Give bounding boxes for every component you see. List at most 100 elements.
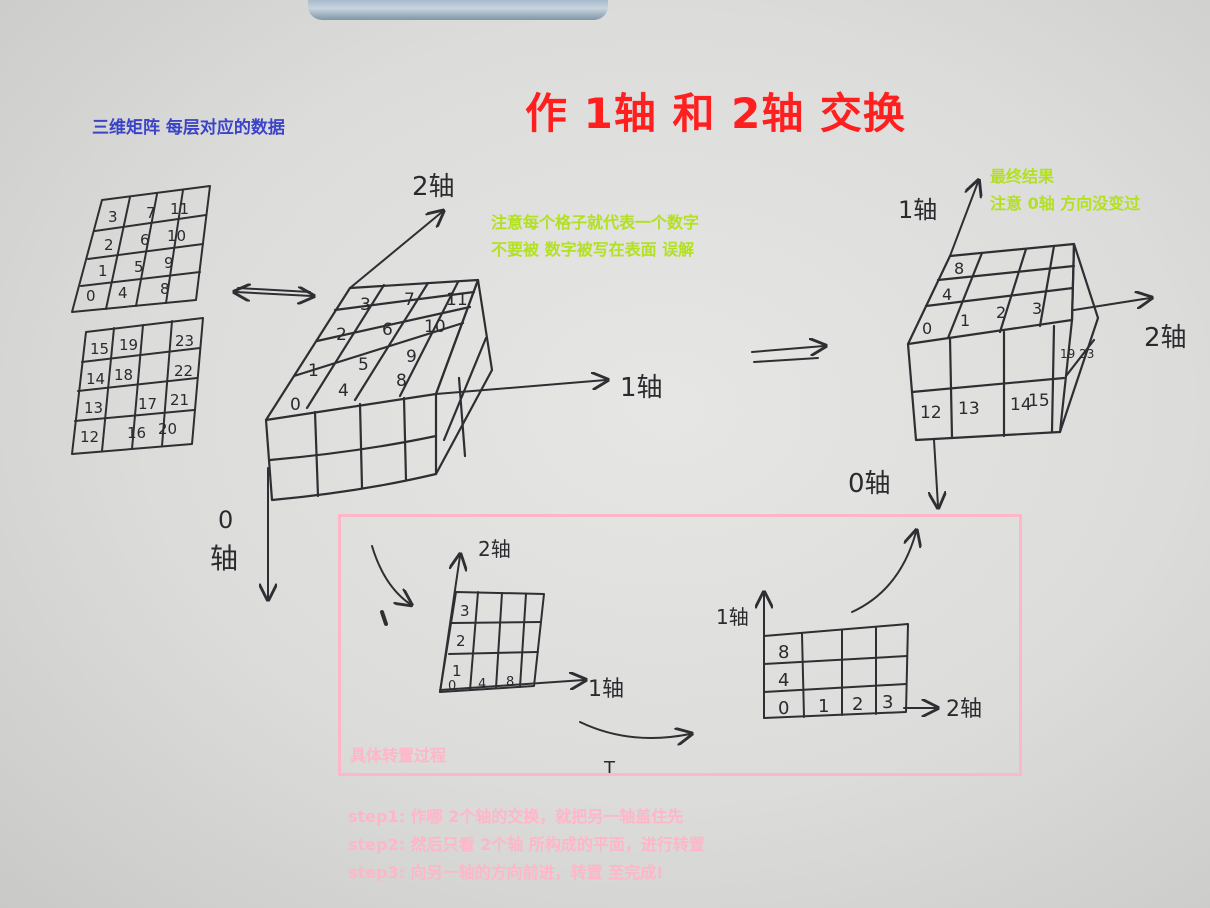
- svg-text:0轴: 0轴: [848, 469, 891, 499]
- svg-text:20: 20: [158, 420, 177, 438]
- svg-text:3: 3: [460, 602, 470, 620]
- svg-text:8: 8: [160, 280, 170, 298]
- svg-text:7: 7: [404, 290, 415, 310]
- layer-grid-top-numbers: 3 7 11 2 6 10 1 5 9 0 4 8: [86, 200, 189, 305]
- svg-text:1轴: 1轴: [620, 373, 663, 403]
- plane-left-axis1-label: 1轴: [588, 677, 624, 702]
- svg-text:14: 14: [86, 370, 105, 388]
- step-1: step1: 作哪 2个轴的交换，就把另一轴盖住先: [348, 807, 684, 826]
- svg-text:4: 4: [338, 381, 349, 401]
- svg-text:17: 17: [138, 395, 157, 413]
- svg-text:22: 22: [174, 362, 193, 380]
- svg-text:0: 0: [448, 679, 456, 694]
- double-arrow: [236, 288, 312, 296]
- svg-text:1: 1: [960, 311, 970, 330]
- svg-text:1: 1: [818, 696, 829, 717]
- svg-text:1轴: 1轴: [898, 196, 937, 224]
- svg-text:5: 5: [134, 258, 144, 276]
- svg-text:轴: 轴: [210, 542, 238, 575]
- svg-text:1: 1: [452, 662, 462, 680]
- layer-data-label: 三维矩阵 每层对应的数据: [92, 118, 285, 138]
- plane-right-axis1-label: 1轴: [716, 605, 749, 629]
- svg-text:0: 0: [86, 287, 96, 305]
- center-cube-numbers: 3 7 11 2 6 10 1 5 9 0 4 8: [290, 290, 468, 415]
- svg-text:1: 1: [308, 361, 319, 381]
- layer-grid-bottom-numbers: 15 19 23 14 18 22 13 17 21 12 16 20: [80, 332, 194, 446]
- steps-list: step1: 作哪 2个轴的交换，就把另一轴盖住先 step2: 然后只看 2个…: [348, 803, 705, 887]
- svg-text:19 23: 19 23: [1060, 347, 1094, 361]
- svg-text:23: 23: [175, 332, 194, 350]
- result-note-line-2: 注意 0轴 方向没变过: [990, 194, 1141, 213]
- svg-text:2: 2: [996, 303, 1006, 322]
- svg-text:9: 9: [406, 347, 417, 367]
- plane-left-grid: [439, 556, 584, 693]
- svg-text:4: 4: [942, 285, 952, 304]
- svg-text:0: 0: [218, 506, 233, 534]
- result-note: 最终结果 注意 0轴 方向没变过: [990, 163, 1140, 217]
- svg-text:0: 0: [778, 698, 789, 719]
- svg-text:18: 18: [114, 366, 133, 384]
- plane-right-numbers: 8 4 0 1 2 3: [778, 642, 893, 719]
- cell-note: 注意每个格子就代表一个数字 不要被 数字被写在表面 误解: [491, 209, 699, 263]
- svg-text:12: 12: [920, 403, 942, 423]
- svg-text:8: 8: [506, 675, 514, 690]
- result-arrow: [751, 346, 824, 363]
- transpose-process-label: 具体转置过程: [350, 746, 447, 765]
- svg-text:10: 10: [167, 227, 186, 245]
- cell-note-line-2: 不要被 数字被写在表面 误解: [491, 240, 695, 259]
- svg-text:7: 7: [146, 204, 156, 222]
- svg-text:3: 3: [1032, 299, 1042, 318]
- svg-text:12: 12: [80, 428, 99, 446]
- svg-text:2: 2: [336, 325, 347, 345]
- svg-text:6: 6: [382, 320, 393, 340]
- plane-right-grid: [764, 532, 936, 719]
- result-note-line-1: 最终结果: [990, 167, 1055, 186]
- svg-text:4: 4: [478, 677, 486, 692]
- svg-text:1: 1: [98, 262, 108, 280]
- plane-left-axis2-label: 2轴: [478, 537, 511, 561]
- svg-text:5: 5: [358, 355, 369, 375]
- curved-arrow-left: [371, 545, 410, 626]
- svg-text:14: 14: [1010, 395, 1032, 415]
- plane-right-axis2-label: 2轴: [946, 697, 982, 722]
- center-axes: [268, 212, 606, 598]
- result-axes: [934, 182, 1150, 506]
- svg-text:3: 3: [360, 295, 371, 315]
- pen-object: [308, 0, 608, 20]
- step-3: step3: 向另一轴的方向前进，转置 至完成!: [348, 863, 664, 882]
- svg-text:8: 8: [954, 259, 964, 278]
- result-cube: [906, 242, 1100, 442]
- result-axis-labels: 1轴 2轴 0轴: [848, 196, 1187, 499]
- svg-text:0: 0: [922, 319, 932, 338]
- svg-text:8: 8: [778, 642, 789, 663]
- svg-text:2: 2: [104, 236, 114, 254]
- svg-text:3: 3: [882, 692, 893, 713]
- svg-text:10: 10: [424, 317, 446, 337]
- svg-text:9: 9: [164, 254, 174, 272]
- svg-text:11: 11: [170, 200, 189, 218]
- svg-text:2轴: 2轴: [1144, 323, 1187, 353]
- center-cube: [264, 278, 494, 502]
- svg-text:4: 4: [118, 284, 128, 302]
- svg-text:2: 2: [852, 694, 863, 715]
- transpose-process-box: [338, 514, 1022, 776]
- center-axis-labels: 2轴 1轴 0 轴: [210, 172, 663, 575]
- svg-text:8: 8: [396, 371, 407, 391]
- svg-text:2: 2: [456, 632, 466, 650]
- svg-text:15: 15: [90, 340, 109, 358]
- svg-text:21: 21: [170, 391, 189, 409]
- result-front-15: 15: [1028, 391, 1050, 411]
- transpose-arrow: [579, 721, 690, 738]
- step-2: step2: 然后只看 2个轴 所构成的平面，进行转置: [348, 835, 705, 854]
- result-top-numbers: 8 4 0 1 2 3: [922, 259, 1042, 338]
- svg-text:16: 16: [127, 424, 146, 442]
- result-front-numbers: 12 13 14 19 23: [920, 347, 1094, 423]
- svg-text:19: 19: [119, 336, 138, 354]
- plane-left-numbers: 3 2 1 0 4 8: [448, 602, 514, 694]
- svg-text:6: 6: [140, 231, 150, 249]
- layer-grid-top: [71, 185, 211, 313]
- svg-text:4: 4: [778, 670, 789, 691]
- svg-text:2轴: 2轴: [412, 172, 455, 202]
